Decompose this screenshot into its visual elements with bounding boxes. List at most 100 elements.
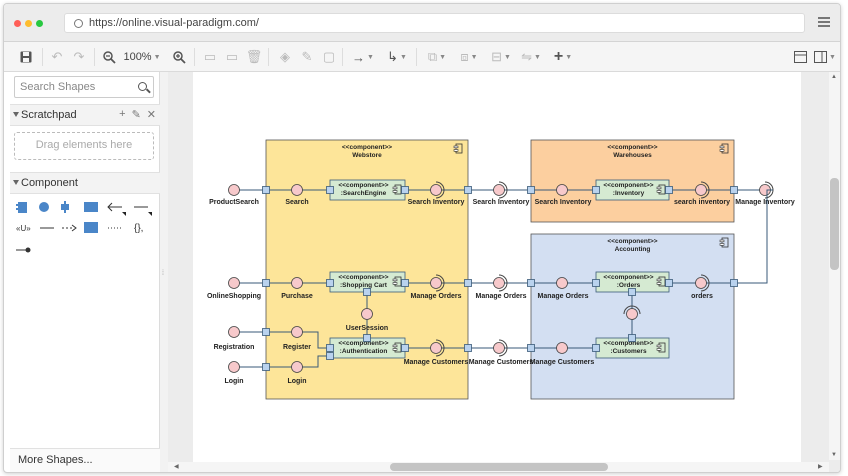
- interface-user-session[interactable]: [361, 308, 373, 320]
- browser-menu-icon[interactable]: [818, 17, 830, 27]
- waypoint-style-icon[interactable]: ↳▼: [387, 49, 407, 64]
- dependency-shape[interactable]: [107, 202, 126, 216]
- port[interactable]: [262, 363, 270, 371]
- port[interactable]: [326, 344, 334, 352]
- brace-shape[interactable]: {},: [134, 223, 143, 234]
- port[interactable]: [628, 288, 636, 296]
- layout-panel-icon[interactable]: ▼: [814, 47, 836, 67]
- add-icon[interactable]: +: [119, 108, 126, 120]
- interface-search-inventory-4[interactable]: [695, 184, 707, 196]
- port[interactable]: [464, 186, 472, 194]
- vertical-scrollbar[interactable]: ▲ ▼: [829, 72, 840, 460]
- scratchpad-drop-zone[interactable]: Drag elements here: [14, 132, 154, 160]
- interface-purchase[interactable]: [291, 277, 303, 289]
- port[interactable]: [363, 334, 371, 342]
- port[interactable]: [401, 186, 409, 194]
- horizontal-scroll-thumb[interactable]: [390, 463, 608, 471]
- redo-icon[interactable]: ↷: [73, 49, 85, 64]
- usage-shape[interactable]: «U»: [16, 224, 31, 233]
- port[interactable]: [262, 279, 270, 287]
- port[interactable]: [262, 186, 270, 194]
- dashed-arrow-shape[interactable]: [62, 224, 77, 232]
- interface-orders[interactable]: [695, 277, 707, 289]
- interface-orders-customers[interactable]: [626, 308, 638, 320]
- association-shape[interactable]: [134, 206, 152, 216]
- interface-manage-orders-2[interactable]: [493, 277, 505, 289]
- close-window-dot[interactable]: [14, 20, 21, 27]
- interface-manage-customers-2[interactable]: [493, 342, 505, 354]
- port[interactable]: [326, 352, 334, 360]
- package-shape[interactable]: [84, 202, 98, 212]
- port[interactable]: [527, 186, 535, 194]
- port[interactable]: [464, 279, 472, 287]
- port[interactable]: [527, 344, 535, 352]
- scratchpad-header[interactable]: Scratchpad +✎✕: [10, 104, 160, 126]
- component-header[interactable]: Component: [10, 172, 160, 194]
- note-shape[interactable]: [84, 222, 98, 233]
- port[interactable]: [665, 279, 673, 287]
- distribute-icon[interactable]: ⊟▼: [491, 49, 511, 64]
- url-text[interactable]: https://online.visual-paradigm.com/: [89, 17, 259, 29]
- interface-product-search[interactable]: [228, 184, 240, 196]
- save-icon[interactable]: [18, 47, 34, 67]
- lollipop-shape[interactable]: [16, 247, 31, 253]
- port[interactable]: [326, 186, 334, 194]
- more-shapes-link[interactable]: More Shapes...: [10, 448, 160, 472]
- interface-login-2[interactable]: [291, 361, 303, 373]
- interface-manage-customers-1[interactable]: [430, 342, 442, 354]
- zoom-out-icon[interactable]: [100, 47, 118, 67]
- port-shape[interactable]: [61, 201, 69, 213]
- zoom-level-select[interactable]: 100%▼: [123, 51, 161, 63]
- address-bar[interactable]: https://online.visual-paradigm.com/: [64, 13, 805, 33]
- interface-manage-orders-3[interactable]: [556, 277, 568, 289]
- interface-manage-orders-1[interactable]: [430, 277, 442, 289]
- close-icon[interactable]: ✕: [146, 109, 156, 121]
- interface-search-inventory-1[interactable]: [430, 184, 442, 196]
- horizontal-scrollbar[interactable]: ◀ ▶: [168, 462, 829, 472]
- interface-search-inventory-3[interactable]: [556, 184, 568, 196]
- interface-shape[interactable]: [39, 202, 49, 212]
- port[interactable]: [730, 279, 738, 287]
- vertical-scroll-thumb[interactable]: [830, 178, 839, 270]
- copy-icon[interactable]: ▭: [203, 49, 217, 64]
- minimize-window-dot[interactable]: [25, 20, 32, 27]
- shadow-icon[interactable]: ▢: [322, 49, 336, 64]
- component-shape[interactable]: [16, 202, 27, 213]
- line-color-icon[interactable]: ✎: [301, 49, 313, 64]
- zoom-in-icon[interactable]: [170, 47, 188, 67]
- port[interactable]: [527, 279, 535, 287]
- port[interactable]: [592, 186, 600, 194]
- port[interactable]: [628, 334, 636, 342]
- port[interactable]: [326, 279, 334, 287]
- interface-registration[interactable]: [228, 326, 240, 338]
- insert-icon[interactable]: +▼: [553, 48, 573, 65]
- interface-register[interactable]: [291, 326, 303, 338]
- paste-icon[interactable]: ▭: [225, 49, 239, 64]
- align-icon[interactable]: ⧉▼: [427, 49, 447, 64]
- format-panel-icon[interactable]: [792, 47, 808, 67]
- port[interactable]: [592, 344, 600, 352]
- port[interactable]: [262, 328, 270, 336]
- interface-search[interactable]: [291, 184, 303, 196]
- port[interactable]: [592, 279, 600, 287]
- undo-icon[interactable]: ↶: [51, 49, 63, 64]
- connector-style-icon[interactable]: →▼: [352, 49, 374, 65]
- port[interactable]: [665, 186, 673, 194]
- interface-search-inventory-2[interactable]: [493, 184, 505, 196]
- interface-manage-customers-3[interactable]: [556, 342, 568, 354]
- search-shapes-input[interactable]: Search Shapes: [14, 76, 154, 98]
- interface-login-1[interactable]: [228, 361, 240, 373]
- flip-icon[interactable]: ⇋▼: [521, 49, 541, 64]
- fill-color-icon[interactable]: ◈: [280, 49, 290, 64]
- port[interactable]: [363, 288, 371, 296]
- delete-icon[interactable]: 🗑: [245, 49, 263, 64]
- arrange-icon[interactable]: ⧈▼: [460, 49, 478, 64]
- port[interactable]: [401, 279, 409, 287]
- maximize-window-dot[interactable]: [36, 20, 43, 27]
- edit-icon[interactable]: ✎: [131, 109, 141, 121]
- port[interactable]: [464, 344, 472, 352]
- search-icon[interactable]: [138, 82, 147, 91]
- port[interactable]: [401, 344, 409, 352]
- port[interactable]: [730, 186, 738, 194]
- interface-online-shopping[interactable]: [228, 277, 240, 289]
